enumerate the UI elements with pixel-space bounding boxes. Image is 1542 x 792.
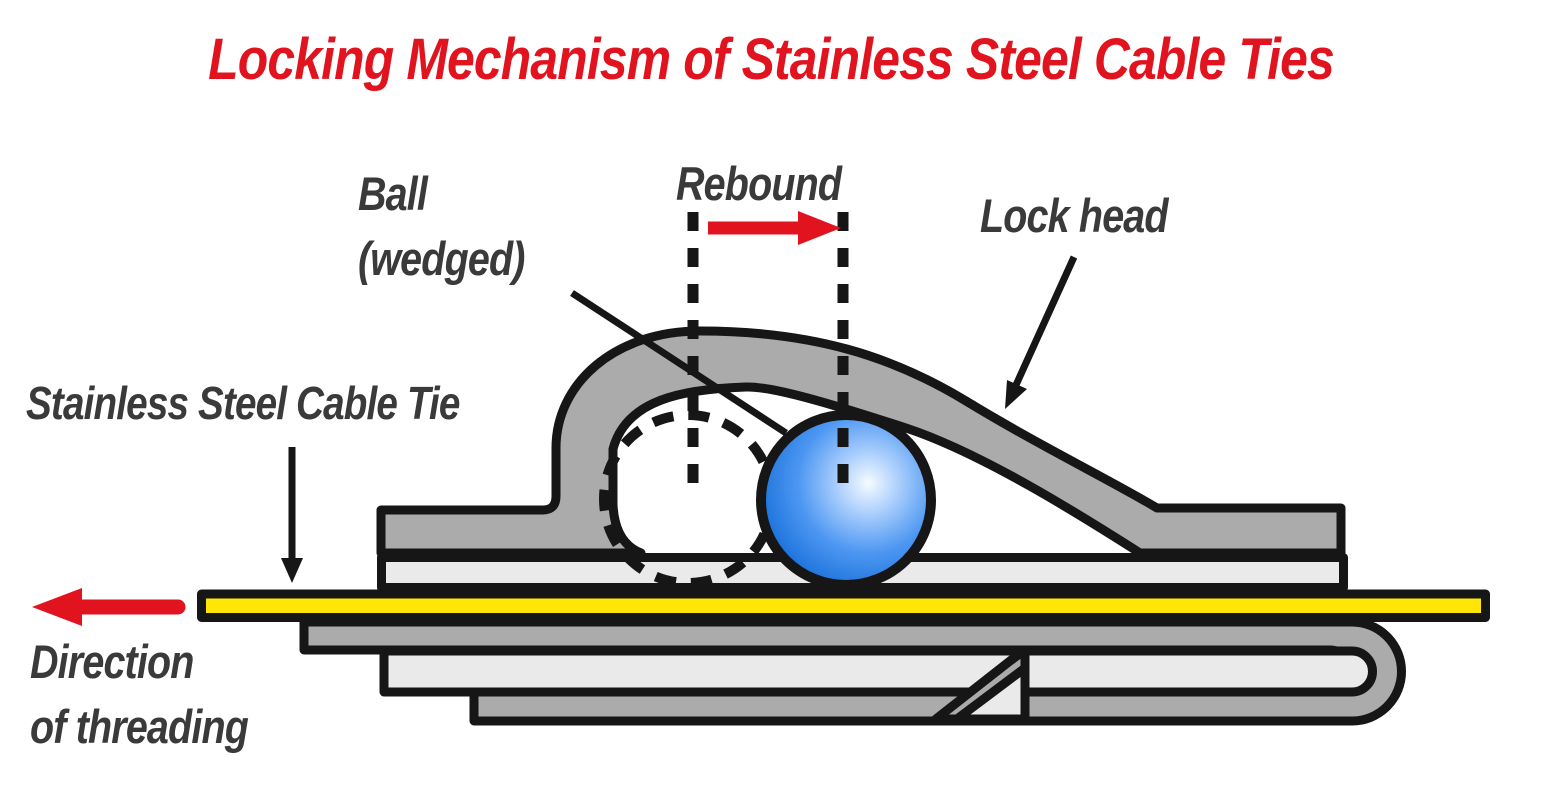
- wedged-ball: [756, 410, 936, 590]
- threaded-tie-strap: [197, 589, 1490, 622]
- lock-head-band: [376, 326, 1346, 558]
- barb-tab: [931, 645, 1030, 724]
- fold-inner-band: [379, 646, 1377, 697]
- ball-leader-line: [570, 290, 788, 436]
- tie-label-arrow-icon: [281, 447, 303, 583]
- threading-direction-arrow-icon: [32, 588, 186, 626]
- direction-label-line2: of threading: [30, 699, 249, 753]
- ball-label: Ball (wedged): [358, 162, 525, 292]
- lock-head-label: Lock head: [980, 189, 1169, 242]
- ball-label-line1: Ball: [358, 167, 428, 220]
- rebound-arrow-icon: [708, 211, 841, 245]
- threading-direction-label: Direction of threading: [30, 630, 249, 760]
- cable-tie-label: Stainless Steel Cable Tie: [26, 377, 460, 429]
- diagram-title: Locking Mechanism of Stainless Steel Cab…: [208, 27, 1335, 92]
- rebound-label: Rebound: [676, 157, 842, 210]
- direction-label-line1: Direction: [30, 635, 194, 688]
- ball-label-line2: (wedged): [358, 231, 525, 285]
- lock-head-arrow-icon: [1005, 255, 1078, 409]
